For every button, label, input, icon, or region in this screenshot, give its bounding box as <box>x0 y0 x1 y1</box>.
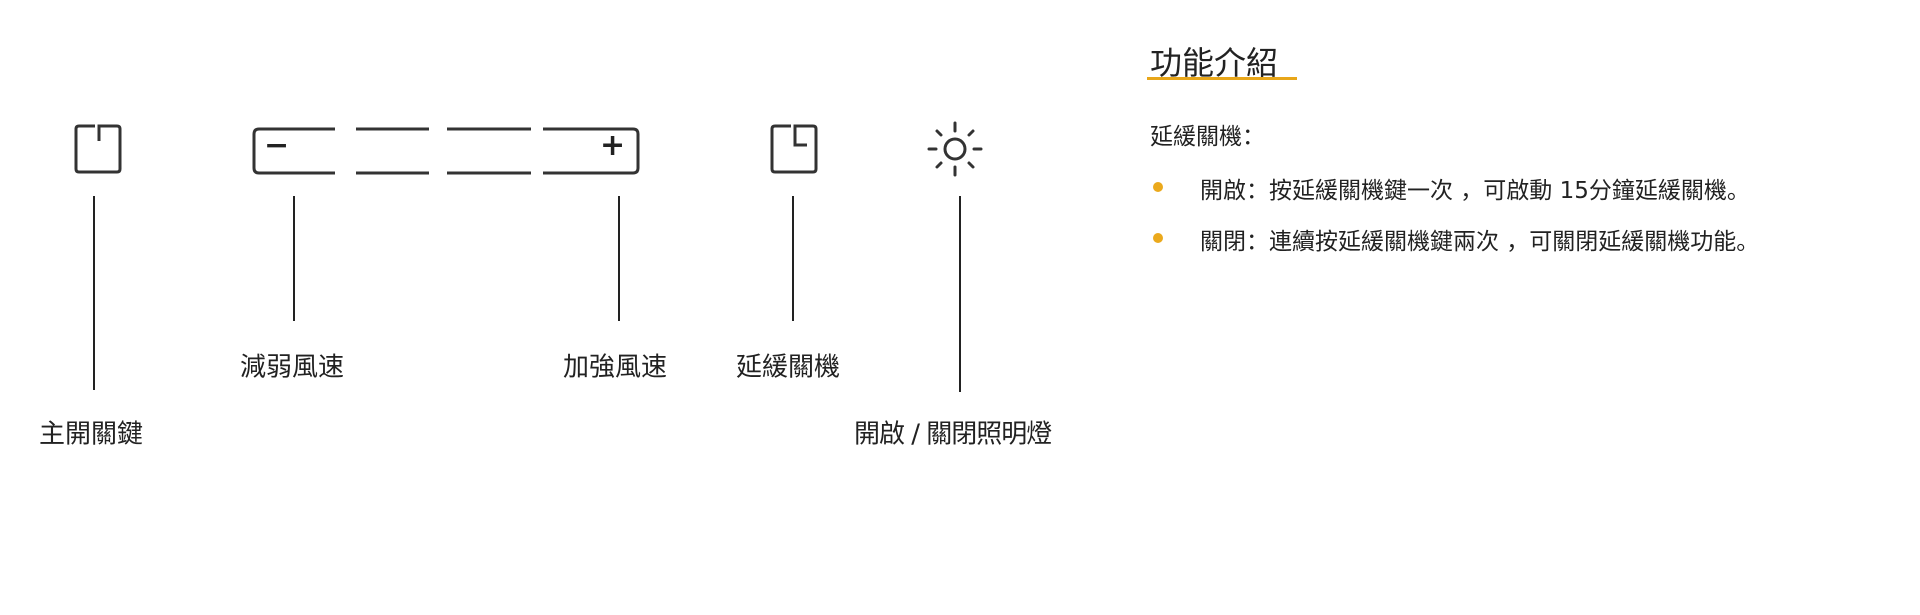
label-delay-off: 延緩關機 <box>736 352 841 383</box>
leader-line-main-power <box>93 196 95 390</box>
leader-line-increase <box>618 196 620 321</box>
label-decrease-speed: 減弱風速 <box>240 352 345 383</box>
light-sun-icon <box>927 121 983 177</box>
label-increase-speed: 加強風速 <box>563 352 668 383</box>
bullet-icon <box>1153 182 1163 192</box>
power-button-icon <box>74 124 122 174</box>
title-underline <box>1147 77 1297 80</box>
bullet-text: 開啟：按延緩關機鍵一次 ，可啟動 15分鐘延緩關機。 <box>1200 178 1750 204</box>
label-main-power: 主開關鍵 <box>39 419 144 450</box>
bullet-icon <box>1153 233 1163 243</box>
leader-line-decrease <box>293 196 295 321</box>
info-title: 功能介紹 <box>1150 44 1279 82</box>
bullet-text: 關閉：連續按延緩關機鍵兩次 ，可關閉延緩關機功能。 <box>1200 229 1760 255</box>
minus-symbol: − <box>264 128 290 163</box>
leader-line-delay <box>792 196 794 321</box>
plus-symbol: + <box>600 128 626 163</box>
leader-line-light <box>959 196 961 392</box>
label-light-toggle: 開啟 / 關閉照明燈 <box>854 419 1052 450</box>
timer-button-icon <box>770 124 818 174</box>
info-subheading: 延緩關機： <box>1150 124 1265 150</box>
fan-speed-slider-icon <box>252 127 640 175</box>
